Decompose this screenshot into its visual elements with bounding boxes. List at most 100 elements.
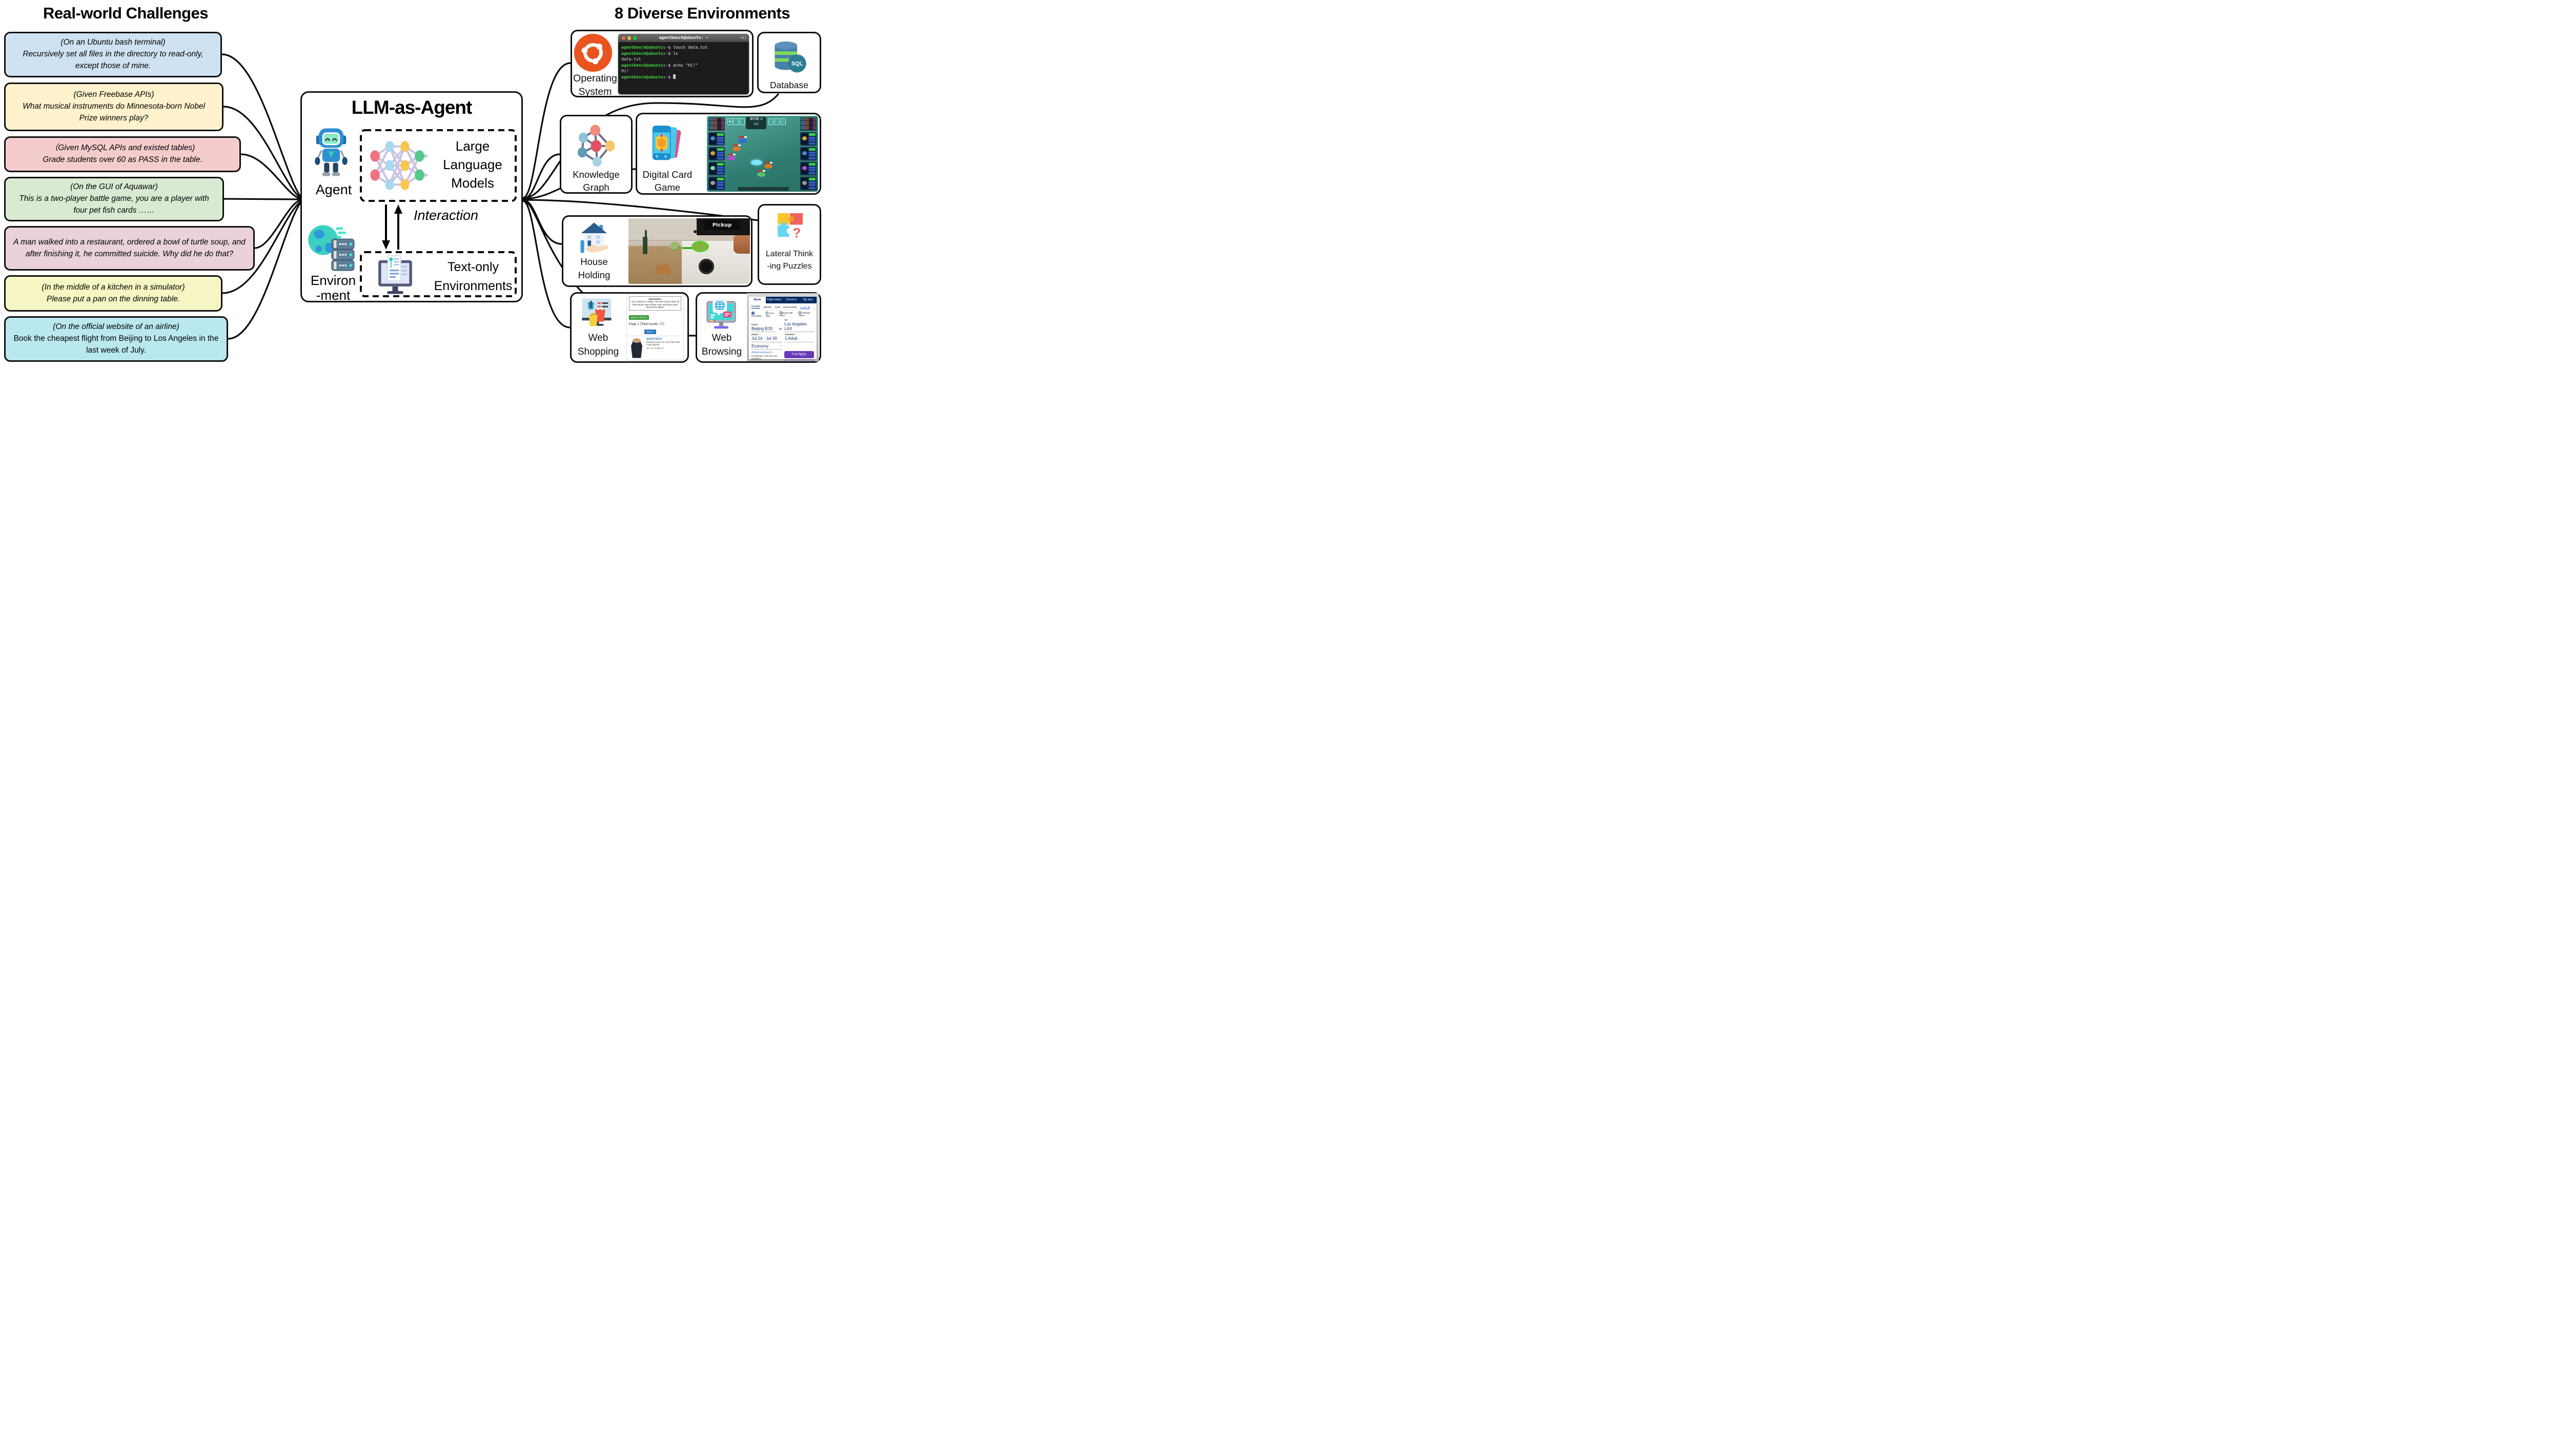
subtab-packages[interactable]: PACKAGES [783, 306, 797, 309]
tab-flight-status[interactable]: Flight status [766, 297, 783, 303]
challenge-body: A man walked into a restaurant, ordered … [13, 237, 246, 258]
challenge-box-db: （Given MySQL APIs and existed tables) Gr… [4, 136, 241, 172]
card-label-os: Operating System [567, 72, 623, 98]
challenge-note: （Given MySQL APIs and existed tables) [50, 143, 195, 153]
dates-field[interactable]: Dates* Jul 24 - Jul 30 [751, 333, 782, 342]
challenge-box-os: (On an Ubuntu bash terminal) Recursively… [4, 32, 222, 77]
swap-icon[interactable]: ⇄ [779, 327, 782, 331]
kitchen-counter [628, 245, 685, 284]
terminal-line: agentbench@ubuntu:~$ echo "Hi!" [621, 63, 698, 68]
terminal-line: agentbench@ubuntu:~$ [621, 74, 746, 80]
action-counter-panel: 操作数: 8 0:0 [746, 117, 766, 129]
subtab-flight[interactable]: FLIGHT [751, 305, 761, 309]
travel-credits-button[interactable]: Find your travel credits [784, 360, 814, 361]
game-button[interactable]: ■ [727, 118, 733, 125]
challenge-box-web: (On the official website of an airline) … [4, 316, 228, 362]
card-label-line: Digital Card [642, 169, 693, 180]
challenge-note: (On an Ubuntu bash terminal) [60, 38, 166, 47]
game-button-left[interactable]: ← [740, 118, 745, 125]
game-button-home[interactable]: ⌂ [781, 118, 786, 125]
pickup-label[interactable]: Pickup [703, 220, 741, 231]
bread-loaf [655, 264, 671, 275]
jacket-image[interactable] [629, 338, 644, 358]
travelers-field[interactable]: Travelers 1 Adult [785, 333, 813, 342]
close-icon[interactable] [622, 36, 625, 40]
miles-checkbox[interactable]: Book with miles [779, 312, 793, 317]
back-to-search-button[interactable]: Back to Search [629, 315, 649, 320]
advanced-search-link[interactable]: Advanced search › [751, 351, 773, 354]
terminal-cursor [673, 74, 676, 79]
fish-card-panel [708, 177, 725, 190]
flight-subtabs: FLIGHT HOTEL CAR PACKAGES Cruise ⧉ [749, 303, 817, 310]
stove-burner [699, 259, 715, 275]
oneway-radio[interactable]: One-way [765, 312, 775, 317]
challenge-note: (In the middle of a kitchen in a simulat… [42, 282, 185, 292]
to-field[interactable]: To* Los Angeles LAX [784, 319, 814, 332]
next-button[interactable]: Next > [644, 329, 657, 334]
card-label-line: Shopping [577, 346, 619, 357]
llm-label-line: Language [443, 157, 502, 172]
subtab-car[interactable]: CAR [775, 306, 781, 309]
terminal-shortcut: ⌥⌘1 [740, 36, 746, 40]
minimize-icon[interactable] [627, 36, 631, 40]
instruction-title: Instruction: [648, 298, 662, 300]
card-label-ltp: Lateral Think -ing Puzzles [760, 248, 819, 272]
aquawar-game-screenshot: 操作数: 8 0:0 ■ ↑ ← → ↓ ⌂ [707, 116, 818, 192]
roundtrip-radio[interactable]: Roundtrip [751, 312, 763, 317]
card-label-wb: Web Browsing [698, 331, 745, 359]
tab-my-trips[interactable]: My trips [800, 297, 817, 303]
from-field[interactable]: From* Beijing BJS [751, 323, 777, 332]
agent-robot-icon [315, 128, 348, 176]
subtab-hotel[interactable]: HOTEL [763, 306, 772, 309]
textenv-label-line: Text-only [447, 260, 499, 274]
hand-card-grid [708, 117, 725, 131]
fish-hp-bar [739, 136, 747, 138]
neural-network-icon [370, 141, 429, 190]
right-title: 8 Diverse Environments [614, 4, 790, 22]
agentbench-overview-diagram: Real-world Challenges 8 Diverse Environm… [0, 0, 822, 364]
llm-label-line: Models [451, 175, 494, 191]
terminal-line: agentbench@ubuntu:~$ ls [621, 51, 678, 56]
llm-as-agent-box: LLM-as-Agent Agent [300, 91, 523, 303]
subtab-cruise-link[interactable]: Cruise ⧉ [800, 306, 810, 309]
instruction-text: i am looking for x-large, red color wome… [630, 300, 680, 309]
fish-hp-bar [764, 162, 772, 163]
flexdates-checkbox[interactable]: Flexible dates [799, 312, 810, 317]
challenge-box-puzzle: A man walked into a restaurant, ordered … [4, 226, 255, 271]
tab-book[interactable]: Book [749, 297, 766, 303]
game-button-right[interactable]: → [768, 118, 774, 125]
challenge-box-game: (On the GUI of Aquawar) This is a two-pl… [4, 177, 224, 221]
fish-card-panel [708, 162, 725, 175]
challenge-body: Please put a pan on the dinning table. [46, 294, 180, 303]
kitchen-cabinet [628, 218, 699, 241]
maximize-icon[interactable] [633, 36, 637, 40]
fish-sprite [727, 156, 736, 160]
hand-card-grid [800, 117, 817, 131]
game-button-up[interactable]: ↑ [734, 118, 739, 125]
card-label-line: Holding [578, 270, 611, 280]
page-info: Page 1 (Total results: 17) [629, 322, 664, 326]
fish-hp-bar [757, 170, 765, 172]
fish-sprite [739, 138, 747, 143]
copper-pot [734, 235, 750, 254]
find-flights-button[interactable]: Find flights [784, 351, 814, 358]
cabin-select[interactable]: Economy⌄ [751, 343, 782, 350]
environment-label-line: -ment [316, 288, 351, 303]
tab-check-in[interactable]: Check-in [783, 297, 800, 303]
challenge-note: (On the official website of an airline) [53, 322, 179, 332]
web-browsing-icon [706, 298, 736, 329]
terminal-screen[interactable]: agentbench@ubuntu:~$ touch data.txt agen… [618, 42, 749, 94]
card-label-line: Graph [583, 182, 609, 193]
fish-card-panel [800, 132, 817, 146]
challenge-note: (On the GUI of Aquawar) [70, 182, 158, 192]
terminal-window[interactable]: agentbench@ubuntu: ~ ⌥⌘1 agentbench@ubun… [618, 34, 749, 94]
card-label-line: Web [588, 333, 608, 343]
challenge-body: Recursively set all files in the directo… [23, 50, 204, 70]
highlighted-pan[interactable] [691, 240, 709, 252]
product-link[interactable]: B09KP78G37 [646, 337, 663, 341]
game-button-down[interactable]: ↓ [775, 118, 780, 125]
card-label-line: Game [654, 182, 681, 193]
fish-sprite [764, 164, 772, 169]
textenv-label-line: Environments [434, 279, 513, 293]
fish-hp-bar [733, 145, 741, 146]
